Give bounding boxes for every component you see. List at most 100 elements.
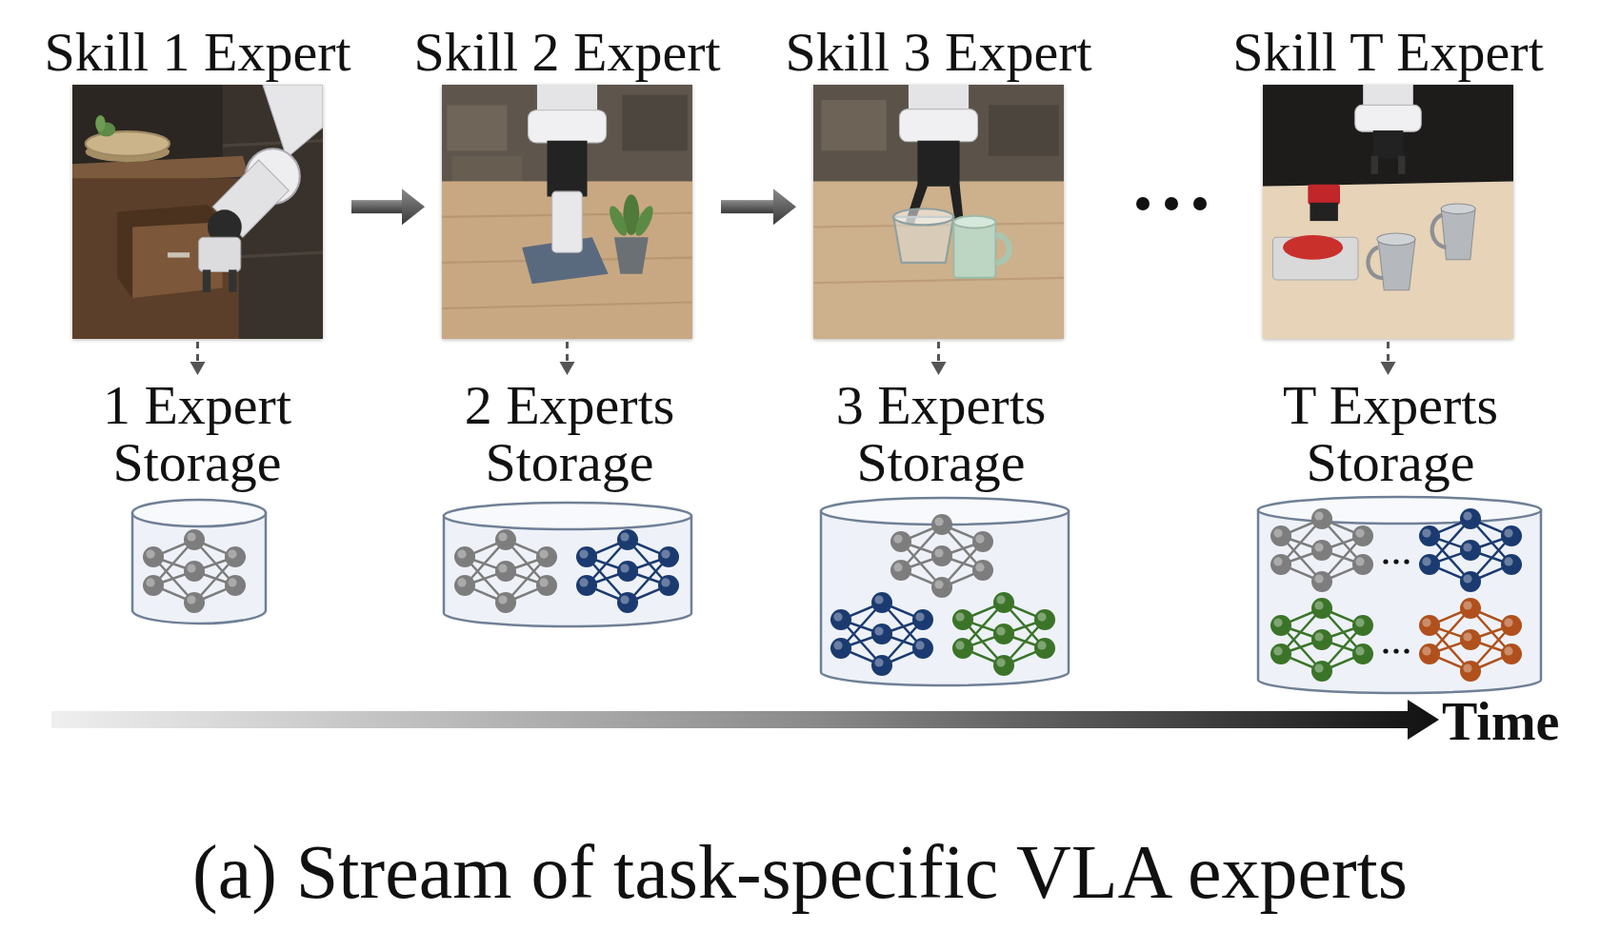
ellipsis-dot (1382, 648, 1388, 654)
neuron-highlight (1273, 618, 1282, 627)
neuron-highlight (975, 534, 984, 543)
network-neuron (142, 546, 164, 568)
neuron-highlight (915, 640, 924, 650)
neuron-highlight (186, 595, 196, 604)
network-neuron (1034, 609, 1056, 631)
network-neuron (952, 609, 974, 631)
flow-arrow (1380, 341, 1397, 376)
network-neuron (1270, 643, 1292, 665)
illustration-shape (262, 84, 323, 159)
neuron-highlight (1462, 600, 1472, 610)
network-neuron (1352, 615, 1374, 637)
network-neuron (830, 638, 852, 660)
neuron-highlight (1462, 632, 1472, 641)
neuron-highlight (186, 532, 196, 541)
network-neuron (454, 575, 476, 597)
neuron-highlight (1314, 600, 1323, 610)
neuron-highlight (955, 640, 964, 650)
flow-arrow (560, 341, 576, 376)
neuron-highlight (145, 578, 155, 587)
network-neuron (1460, 571, 1481, 593)
arrow-head (773, 188, 797, 225)
neuron-highlight (1273, 528, 1282, 538)
neuron-highlight (1314, 663, 1323, 673)
skill-title: Skill 2 Expert (413, 21, 720, 83)
expert-storage: 1 Expert Storage (44, 377, 350, 624)
neuron-highlight (186, 563, 196, 573)
neuron-highlight (833, 640, 842, 650)
network-neuron (1500, 643, 1522, 665)
ellipsis-dot (1136, 197, 1150, 211)
network-neuron (1419, 554, 1440, 576)
illustration-shape (72, 84, 323, 340)
ellipsis-dot (1382, 559, 1388, 564)
illustration-shape (199, 237, 241, 272)
network-neuron (183, 592, 205, 614)
neuron-highlight (1462, 663, 1472, 673)
skill-title: Skill T Expert (1232, 21, 1544, 83)
network-neuron (1460, 540, 1481, 561)
network-neuron (1311, 571, 1333, 593)
network-neuron (993, 623, 1015, 645)
neuron-highlight (620, 563, 629, 573)
neuron-highlight (955, 612, 964, 621)
robot-photo (813, 84, 1064, 340)
network-neuron (1352, 643, 1374, 665)
neuron-highlight (660, 549, 670, 559)
network-neuron (495, 560, 517, 582)
illustration-shape (1377, 233, 1416, 246)
skill-title: Skill 3 Expert (784, 21, 1092, 83)
illustration-shape (1262, 84, 1514, 187)
illustration-shape (995, 235, 1009, 263)
illustration-shape (85, 131, 170, 157)
cylinder-top (132, 500, 266, 527)
network-neuron (536, 546, 558, 568)
expert-storage: T Experts Storage (1238, 377, 1543, 694)
network-neuron (972, 531, 994, 553)
neuron-highlight (620, 532, 629, 541)
illustration-shape (202, 269, 211, 292)
network-neuron (1311, 540, 1333, 561)
cylinder-top (443, 502, 692, 530)
dashed-arrow-line (565, 341, 569, 362)
network-icon (142, 529, 246, 614)
network-neuron (617, 529, 639, 551)
network-neuron (1352, 554, 1374, 576)
ellipsis-dot (1393, 648, 1399, 654)
network-neuron (536, 575, 558, 597)
neuron-highlight (227, 549, 237, 559)
neuron-highlight (539, 578, 548, 587)
illustration-shape (1309, 202, 1338, 221)
network-neuron (576, 575, 598, 597)
illustration-shape (222, 140, 323, 146)
illustration-shape (1371, 156, 1379, 175)
neuron-highlight (1355, 557, 1364, 566)
neuron-highlight (1421, 528, 1431, 538)
skill-expert-panel: Skill T Expert (1262, 84, 1514, 340)
neuron-highlight (1273, 646, 1282, 656)
illustration-shape (527, 110, 606, 143)
network-neuron (183, 560, 205, 582)
neuron-highlight (1273, 557, 1282, 566)
illustration-shape (1373, 130, 1404, 160)
neuron-highlight (893, 562, 902, 572)
flow-arrow (931, 341, 947, 376)
network-neuron (495, 592, 517, 614)
illustration-shape (228, 269, 237, 292)
network-neuron (183, 529, 205, 551)
illustration-shape (1262, 180, 1514, 340)
cylinder-body (132, 513, 266, 624)
illustration-shape (167, 252, 190, 258)
network-neuron (871, 623, 893, 645)
illustration-shape (1355, 104, 1421, 132)
neuron-highlight (660, 578, 670, 587)
illustration-shape (813, 180, 1064, 340)
network-neuron (890, 531, 912, 553)
storage-cylinder (441, 500, 694, 629)
time-arrow (51, 700, 1440, 740)
neuron-highlight (457, 578, 466, 587)
illustration-shape (1398, 156, 1405, 175)
neuron-highlight (1314, 632, 1323, 641)
neuron-highlight (975, 562, 984, 572)
neuron-highlight (996, 595, 1005, 604)
